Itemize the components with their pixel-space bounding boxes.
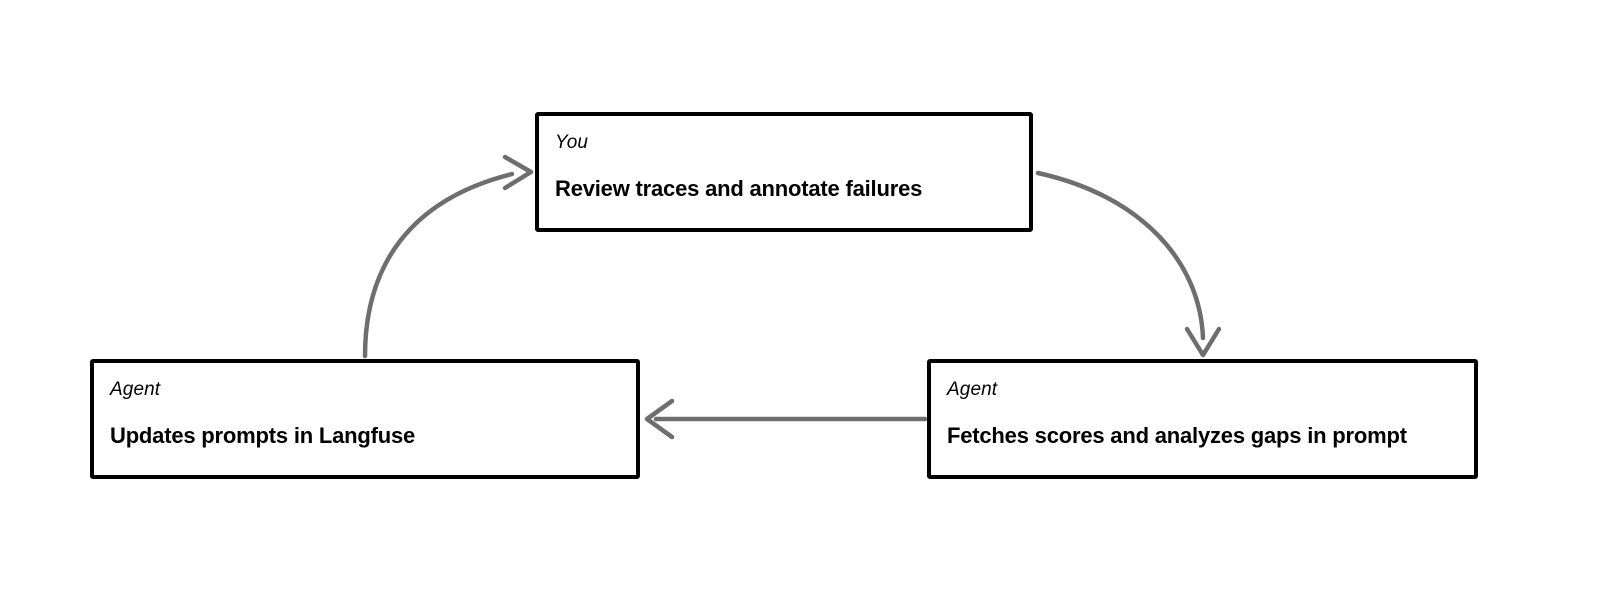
edge-you-to-fetch xyxy=(1035,170,1222,358)
node-updates-prompts-role: Agent xyxy=(110,379,161,400)
edge-update-to-you-line xyxy=(362,171,515,359)
node-fetches-scores-role: Agent xyxy=(947,379,998,400)
edge-update-to-you xyxy=(362,154,534,359)
node-fetches-scores[interactable]: Agent Fetches scores and analyzes gaps i… xyxy=(927,359,1478,479)
node-updates-prompts[interactable]: Agent Updates prompts in Langfuse xyxy=(90,359,640,479)
node-you-role: You xyxy=(555,132,589,153)
edge-fetch-to-update xyxy=(644,398,928,440)
node-you[interactable]: You Review traces and annotate failures xyxy=(535,112,1033,232)
edge-you-to-fetch-line xyxy=(1035,170,1206,341)
edge-update-to-you-arrowhead xyxy=(502,154,534,191)
edge-you-to-fetch-arrowhead xyxy=(1184,326,1222,358)
node-you-title: Review traces and annotate failures xyxy=(555,176,923,201)
edge-fetch-to-update-arrowhead xyxy=(644,398,675,440)
node-fetches-scores-title: Fetches scores and analyzes gaps in prom… xyxy=(947,423,1407,448)
node-updates-prompts-title: Updates prompts in Langfuse xyxy=(110,423,416,448)
